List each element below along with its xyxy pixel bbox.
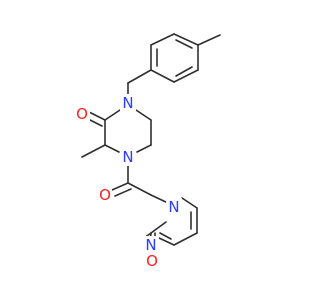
atom-n-pyrimidinone-3: N	[143, 236, 159, 254]
bond-ring-c2-n	[104, 109, 121, 121]
bond-methyl-aryl	[197, 34, 221, 46]
atom-o-amide: O	[96, 186, 112, 204]
bond-aryl-2	[150, 33, 175, 46]
bond-acyl-ch2	[127, 182, 152, 196]
bond-aryl-inner-3	[175, 66, 193, 77]
bonds	[81, 33, 221, 253]
bond-ring-methyl	[81, 144, 106, 158]
atom-o-lactam: O	[74, 105, 90, 123]
bond-aryl-4	[150, 69, 175, 83]
atoms: N N O O N N O	[74, 94, 182, 270]
bond-aryl-1	[173, 33, 199, 46]
atom-label-n: N	[122, 94, 133, 112]
bond-n-c-ring-1	[135, 109, 152, 121]
atom-n-piperazine-upper: N	[120, 94, 136, 112]
bond-n-c-ring-2	[104, 144, 120, 153]
atom-o-pyrimidinone: O	[144, 252, 160, 270]
bond-pyr-c4-n3-inner	[159, 232, 172, 240]
bond-amide-co-1	[111, 182, 129, 191]
bond-pyr-n1-c6	[181, 197, 198, 209]
atom-label-o: O	[99, 186, 111, 204]
atom-label-o: O	[146, 252, 158, 270]
atom-n-pyrimidinone-1: N	[166, 198, 182, 216]
atom-label-n: N	[122, 148, 133, 166]
bond-pyr-c4-n3	[158, 237, 175, 246]
bond-ring-c-n	[136, 144, 152, 153]
bond-aryl-ch2	[127, 69, 152, 84]
atom-label-n: N	[145, 236, 156, 254]
bond-aryl-inner-1	[175, 39, 193, 49]
bond-aryl-5	[173, 69, 199, 83]
atom-label-n: N	[168, 198, 179, 216]
structure-canvas: N N O O N N O	[74, 33, 221, 270]
bond-lactam-co-1	[88, 111, 106, 121]
bond-pyr-c5-c4	[173, 232, 198, 246]
atom-label-o: O	[76, 105, 88, 123]
bond-pyr-c2-n1	[150, 221, 167, 234]
atom-n-piperazine-lower: N	[120, 148, 136, 166]
molecule-structure: N N O O N N O	[74, 33, 221, 270]
bond-amide-co-2	[114, 188, 132, 197]
bond-ch2-n-pyr	[150, 194, 169, 204]
